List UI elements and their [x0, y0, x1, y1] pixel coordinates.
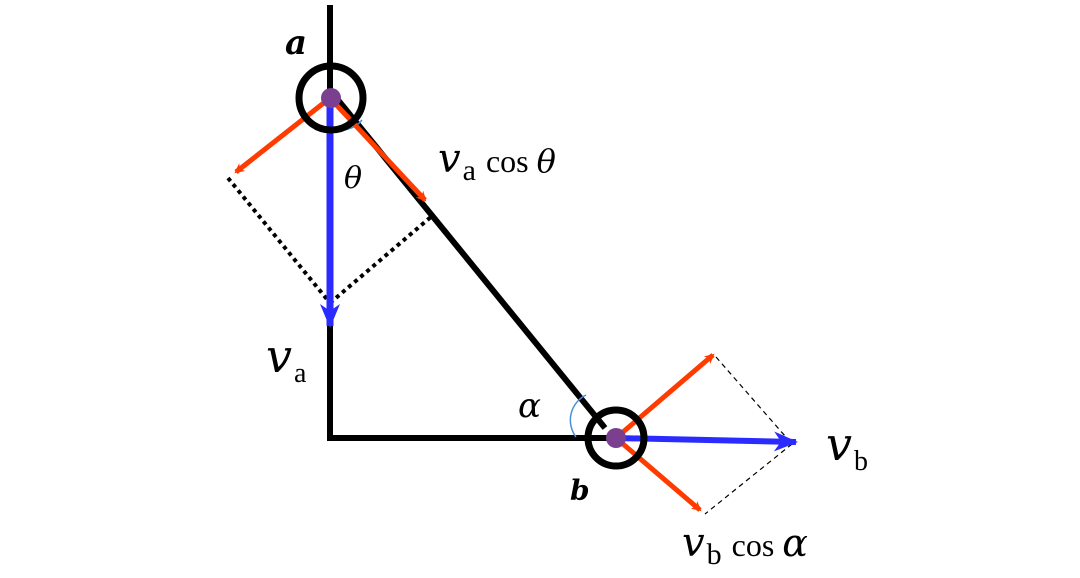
vb-along-rod-component-arrow: [614, 436, 702, 512]
vb-label: vb: [826, 417, 868, 477]
decomposition-dotted-line-left: [226, 176, 332, 305]
ring-a: [295, 62, 367, 134]
point-b-label: b: [570, 474, 590, 507]
pin-b: [606, 428, 626, 448]
decomposition-dashed-line-top: [715, 356, 793, 445]
ring-b: [584, 406, 648, 470]
va-perpendicular-component-arrow: [234, 96, 332, 174]
alpha-label: α: [518, 386, 541, 426]
va-along-rod-component-arrow: [328, 96, 427, 202]
decomposition-dashed-line-bottom: [704, 443, 793, 515]
va-label: va: [266, 329, 307, 389]
theta-label: θ: [344, 161, 362, 196]
point-a-label: a: [285, 23, 307, 63]
vb-perpendicular-component-arrow: [614, 353, 715, 440]
pin-a: [321, 88, 341, 108]
decomposition-dotted-line-right: [328, 214, 434, 305]
alpha-angle-arc: [569, 394, 587, 438]
